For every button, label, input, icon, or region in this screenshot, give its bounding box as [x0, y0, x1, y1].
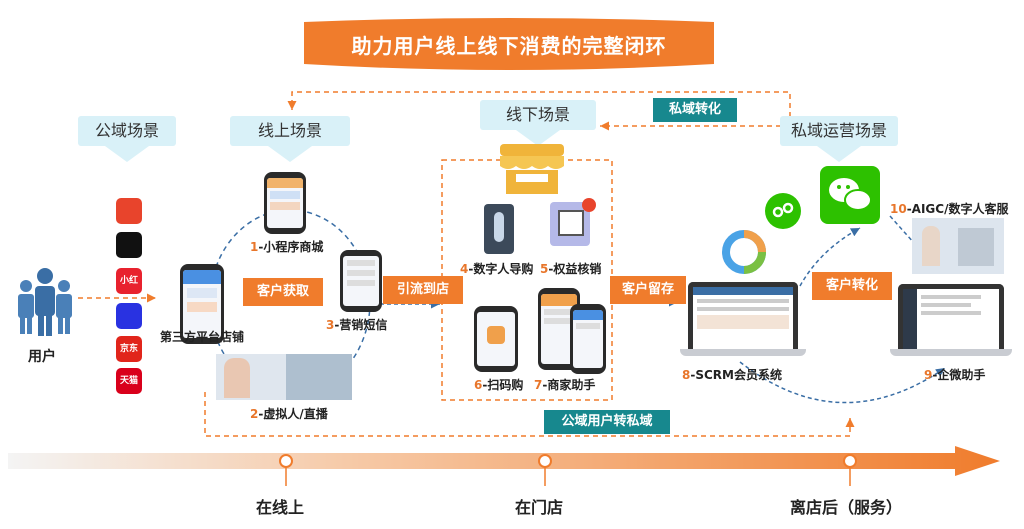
sms-label: 3-营销短信 — [326, 316, 387, 333]
mini-mall-label: 1-小程序商城 — [250, 238, 323, 255]
timeline-label-after: 离店后（服务） — [790, 494, 902, 518]
tag-retention: 客户留存 — [610, 276, 686, 304]
mini-program-icon — [764, 192, 802, 230]
tag-customer-acquisition: 客户获取 — [243, 278, 323, 306]
tag-public-to-private: 公域用户转私域 — [544, 410, 670, 434]
virtual-live-image — [216, 354, 352, 400]
scene-public: 公域场景 — [78, 116, 176, 146]
scene-online: 线上场景 — [230, 116, 350, 146]
user-group-icon — [14, 266, 76, 338]
tag-private-conversion: 私域转化 — [653, 98, 737, 122]
scan-phone — [474, 306, 518, 372]
tmall-icon: 天猫 — [116, 368, 142, 394]
scrm-label: 8-SCRM会员系统 — [682, 366, 782, 383]
tag-drainage: 引流到店 — [383, 276, 463, 304]
wecom-laptop — [890, 284, 1012, 362]
app-icon-1 — [116, 198, 142, 224]
merchant-label: 7-商家助手 — [534, 376, 595, 393]
digital-human-screen — [484, 204, 514, 254]
aigc-image — [912, 218, 1004, 274]
mini-mall-phone — [264, 172, 306, 234]
douyin-icon — [116, 232, 142, 258]
wecom-label: 9-企微助手 — [924, 366, 985, 383]
merchant-phone-2 — [570, 304, 606, 374]
timeline-dot-after — [844, 455, 856, 467]
xiaohongshu-icon: 小红书 — [116, 268, 142, 294]
benefit-label: 5-权益核销 — [540, 260, 601, 277]
timeline-dot-store — [539, 455, 551, 467]
timeline-label-online: 在线上 — [256, 494, 304, 518]
timeline-dot-online — [280, 455, 292, 467]
scan-label: 6-扫码购 — [474, 376, 523, 393]
tag-customer-conversion: 客户转化 — [812, 272, 892, 300]
timeline-label-store: 在门店 — [515, 494, 563, 518]
user-label: 用户 — [28, 346, 56, 366]
ring-app-icon — [720, 228, 768, 276]
wechat-icon — [820, 166, 880, 224]
baidu-icon — [116, 303, 142, 329]
benefit-qr-icon — [550, 202, 590, 246]
scene-private-ops: 私域运营场景 — [780, 116, 898, 146]
digital-guide-label: 4-数字人导购 — [460, 260, 533, 277]
third-party-label: 第三方平台店铺 — [160, 328, 244, 345]
virtual-label: 2-虚拟人/直播 — [250, 405, 328, 422]
scene-offline: 线下场景 — [480, 100, 596, 130]
store-icon — [496, 140, 568, 196]
sms-phone — [340, 250, 382, 312]
scrm-laptop — [680, 282, 806, 362]
banner-title: 助力用户线上线下消费的完整闭环 — [304, 30, 714, 59]
jd-icon: 京东 — [116, 336, 142, 362]
aigc-label: 10-AIGC/数字人客服 — [890, 200, 1008, 217]
